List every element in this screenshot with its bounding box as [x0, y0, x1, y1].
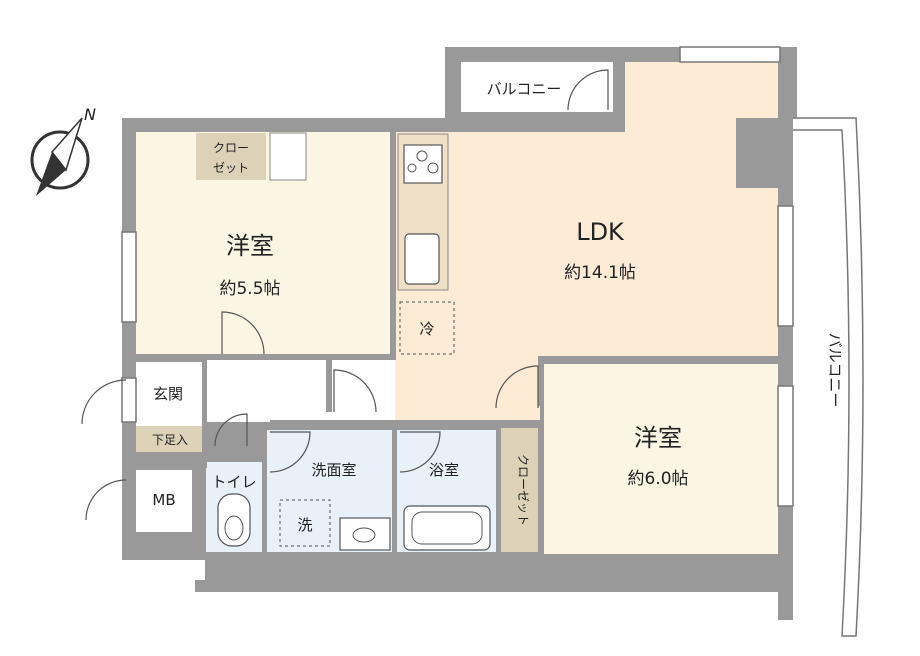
- compass-north-label: N: [84, 105, 96, 124]
- mb-floor: [136, 470, 192, 532]
- closet-2-floor: [500, 428, 538, 552]
- closet-1-shelf: [269, 132, 307, 181]
- shoe-storage-label: 下足入: [152, 433, 188, 447]
- ldk-floor: [392, 62, 778, 420]
- compass: N: [30, 105, 96, 196]
- fridge-space: [399, 301, 455, 355]
- fixtures: [217, 144, 491, 551]
- balcony-top-floor: [461, 62, 613, 112]
- room-western-2-floor: [544, 364, 778, 554]
- hallway-floor: [205, 360, 395, 422]
- bathtub: [403, 505, 491, 551]
- washroom-label: 洗面室: [311, 461, 356, 479]
- balcony-right-railing: [793, 117, 864, 637]
- washer-label: 洗: [297, 516, 312, 534]
- western-room-1-name: 洋室: [226, 232, 274, 260]
- partitions: [122, 112, 778, 592]
- closet-1-line2: ゼット: [213, 161, 249, 175]
- doors: [81, 69, 609, 521]
- ldk-name: LDK: [576, 218, 625, 246]
- western-room-2-name: 洋室: [634, 424, 682, 452]
- windows: [121, 46, 794, 507]
- entrance-label: 玄関: [153, 385, 183, 403]
- closet-1-floor: [196, 133, 266, 180]
- sink: [404, 233, 440, 285]
- closet-2-label: クローゼット: [516, 454, 530, 526]
- washer-space: [279, 499, 331, 547]
- balcony-top-label: バルコニー: [487, 80, 562, 98]
- entrance-floor: [136, 362, 202, 426]
- ldk-size: 約14.1帖: [564, 263, 636, 283]
- shoe-storage-floor: [136, 426, 204, 452]
- balcony-right-label: バルコニー: [826, 333, 844, 408]
- closet-1-line1: クロー: [213, 141, 249, 155]
- mb-label: MB: [152, 491, 175, 509]
- fridge-label: 冷: [419, 320, 434, 338]
- bathroom-label: 浴室: [429, 461, 459, 479]
- labels: 洋室 約5.5帖 LDK 約14.1帖 洋室 約6.0帖 玄関 下足入 MB ト…: [152, 80, 844, 534]
- western-room-1-size: 約5.5帖: [219, 279, 280, 299]
- toilet-label: トイレ: [211, 473, 256, 491]
- western-room-2-size: 約6.0帖: [627, 469, 688, 489]
- vanity: [339, 517, 391, 551]
- toilet-bowl: [217, 493, 251, 547]
- compass-circle-icon: [30, 130, 90, 190]
